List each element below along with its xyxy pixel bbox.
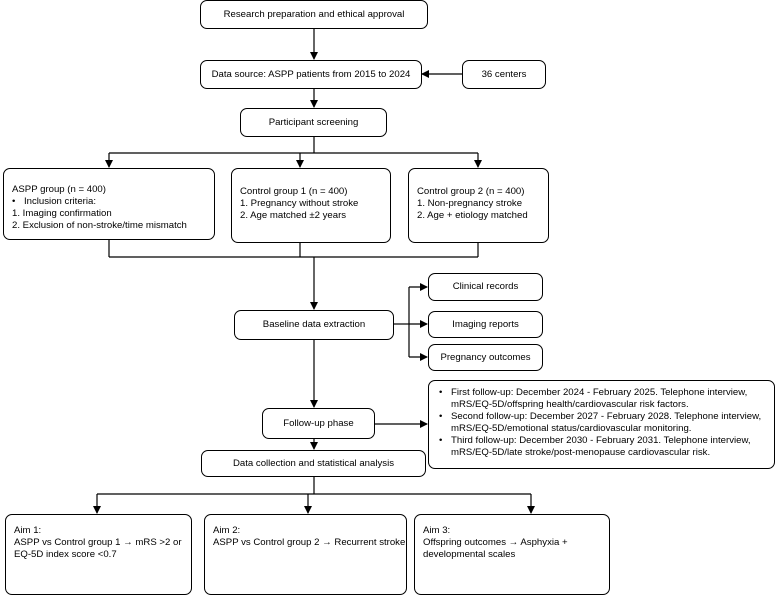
aim1-title: Aim 1: — [14, 525, 42, 536]
bullet-icon: • — [439, 435, 443, 446]
followup-2-line-1: Second follow-up: December 2027 - Februa… — [451, 411, 762, 422]
imaging-reports-box: Imaging reports — [428, 311, 543, 338]
aim1-line-1: ASPP vs Control group 1 → mRS >2 or — [14, 537, 182, 548]
followup-item-3: • Third follow-up: December 2030 - Febru… — [439, 435, 768, 459]
aspp-bullet-line: • Inclusion criteria: — [12, 196, 206, 208]
aim2-line-1: ASPP vs Control group 2 → Recurrent stro… — [213, 537, 406, 548]
data-source-box: Data source: ASPP patients from 2015 to … — [200, 60, 422, 89]
aim2-title: Aim 2: — [213, 525, 241, 536]
prep-label: Research preparation and ethical approva… — [223, 8, 405, 20]
aspp-group-box: ASPP group (n = 400) • Inclusion criteria… — [3, 168, 215, 240]
followup-box: Follow-up phase — [262, 408, 375, 439]
control2-item-2: 2. Age + etiology matched — [417, 210, 528, 221]
imaging-reports-label: Imaging reports — [452, 318, 519, 330]
aim-3-box: Aim 3: Offspring outcomes → Asphyxia + d… — [414, 514, 610, 595]
followup-1-line-1: First follow-up: December 2024 - Februar… — [451, 387, 748, 398]
centers-box: 36 centers — [462, 60, 546, 89]
prep-box: Research preparation and ethical approva… — [200, 0, 428, 29]
clinical-records-box: Clinical records — [428, 273, 543, 301]
aspp-item-1: 1. Imaging confirmation — [12, 208, 112, 219]
followup-3-line-1: Third follow-up: December 2030 - Februar… — [451, 435, 751, 446]
pregnancy-outcomes-label: Pregnancy outcomes — [440, 351, 531, 363]
aim-1-box: Aim 1: ASPP vs Control group 1 → mRS >2 … — [5, 514, 192, 595]
aspp-item-2: 2. Exclusion of non-stroke/time mismatch — [12, 220, 187, 231]
aim3-line-1: Offspring outcomes → Asphyxia + — [423, 537, 568, 548]
screening-label: Participant screening — [268, 116, 359, 128]
control2-item-1: 1. Non-pregnancy stroke — [417, 198, 523, 209]
aim-2-box: Aim 2: ASPP vs Control group 2 → Recurre… — [204, 514, 407, 595]
followup-3-line-2: mRS/EQ-5D/late stroke/post-menopause car… — [451, 447, 711, 458]
followup-2-line-2: mRS/EQ-5D/emotional status/cardiovascula… — [451, 423, 692, 434]
aim1-line-2: EQ-5D index score <0.7 — [14, 549, 117, 560]
screening-box: Participant screening — [240, 108, 387, 137]
followup-item-1: • First follow-up: December 2024 - Febru… — [439, 387, 768, 411]
control-group-2-box: Control group 2 (n = 400) 1. Non-pregnan… — [408, 168, 549, 243]
control2-title: Control group 2 (n = 400) — [417, 186, 525, 197]
followup-item-2: • Second follow-up: December 2027 - Febr… — [439, 411, 768, 435]
baseline-label: Baseline data extraction — [262, 319, 366, 330]
baseline-box: Baseline data extraction — [234, 310, 394, 340]
bullet-icon: • — [439, 387, 443, 398]
aim3-title: Aim 3: — [423, 525, 451, 536]
data-source-label: Data source: ASPP patients from 2015 to … — [211, 68, 411, 80]
aspp-group-title: ASPP group (n = 400) — [12, 184, 106, 195]
followup-1-line-2: mRS/EQ-5D/offspring health/cardiovascula… — [451, 399, 689, 410]
followup-details-box: • First follow-up: December 2024 - Febru… — [428, 380, 775, 469]
analysis-label: Data collection and statistical analysis — [232, 457, 395, 469]
control1-item-1: 1. Pregnancy without stroke — [240, 198, 359, 209]
aspp-bullet-text: Inclusion criteria: — [24, 196, 96, 207]
pregnancy-outcomes-box: Pregnancy outcomes — [428, 344, 543, 371]
analysis-box: Data collection and statistical analysis — [201, 450, 426, 477]
control1-title: Control group 1 (n = 400) — [240, 186, 348, 197]
bullet-icon: • — [12, 196, 16, 207]
followup-label: Follow-up phase — [283, 417, 354, 429]
control1-item-2: 2. Age matched ±2 years — [240, 210, 347, 221]
bullet-icon: • — [439, 411, 443, 422]
control-group-1-box: Control group 1 (n = 400) 1. Pregnancy w… — [231, 168, 391, 243]
centers-label: 36 centers — [481, 68, 527, 80]
clinical-records-label: Clinical records — [452, 281, 519, 292]
aim3-line-2: developmental scales — [423, 549, 516, 560]
